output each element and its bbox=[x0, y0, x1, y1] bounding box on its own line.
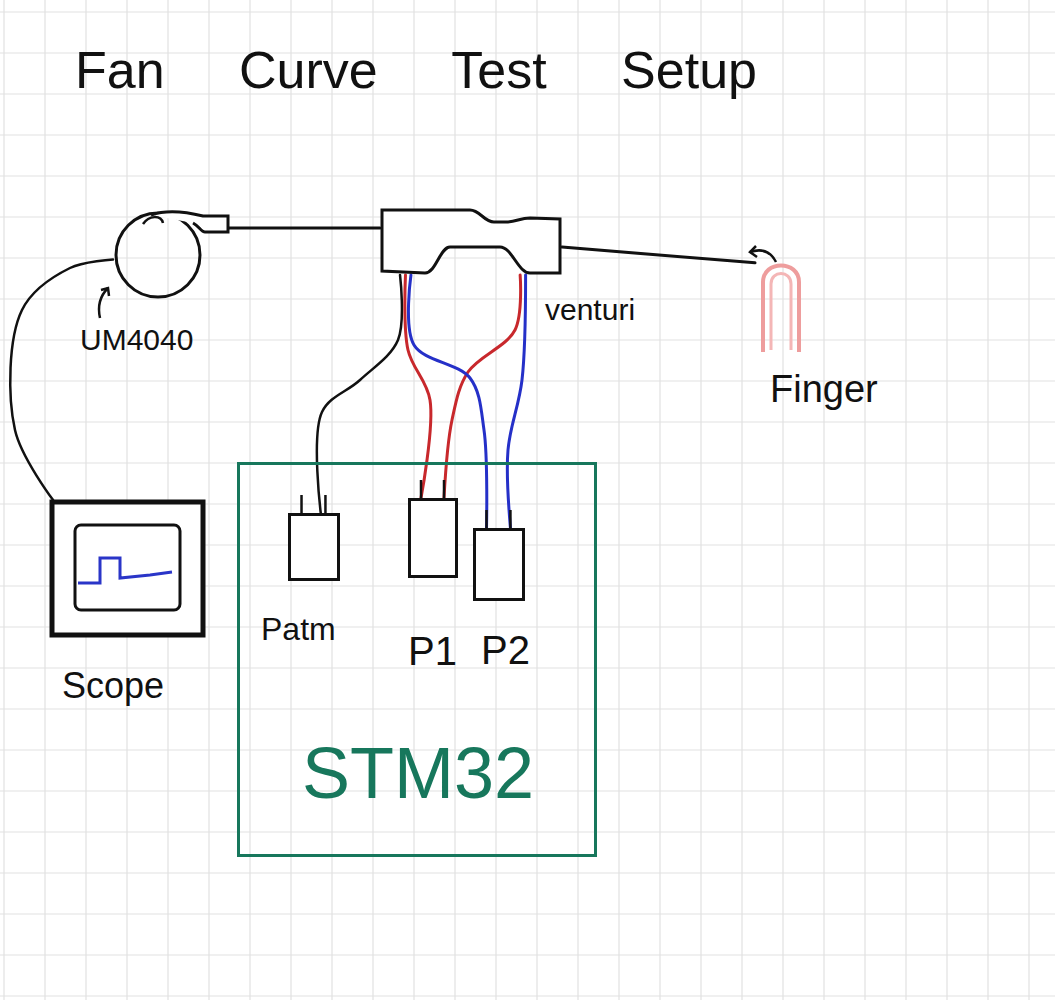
grid-line bbox=[495, 0, 496, 1000]
blower-housing bbox=[116, 213, 200, 297]
grid-line bbox=[0, 872, 1055, 873]
grid-line bbox=[0, 11, 1055, 12]
node-label: Finger bbox=[770, 370, 878, 408]
pressure-sensor: P2 bbox=[473, 528, 525, 601]
pressure-sensor: P1 bbox=[408, 498, 458, 578]
grid-line bbox=[0, 175, 1055, 176]
sensor-body bbox=[410, 500, 457, 577]
grid-line bbox=[0, 380, 1055, 381]
sensor-pin bbox=[443, 480, 446, 498]
grid-line bbox=[577, 0, 578, 1000]
sensor-body bbox=[290, 515, 339, 580]
grid-line bbox=[0, 831, 1055, 832]
node-label: P2 bbox=[481, 630, 530, 670]
grid-line bbox=[249, 0, 250, 1000]
grid-line bbox=[44, 0, 45, 1000]
grid-line bbox=[331, 0, 332, 1000]
connector-tube bbox=[408, 275, 486, 528]
grid-line bbox=[864, 0, 865, 1000]
mcu-board: STM32PatmP1P2 bbox=[237, 462, 597, 857]
leader-arrow-head bbox=[750, 246, 757, 257]
blower-node: UM4040 bbox=[113, 210, 203, 300]
grid-line bbox=[0, 954, 1055, 955]
grid-line bbox=[0, 913, 1055, 914]
scope-screen bbox=[75, 525, 180, 610]
venturi-tube: venturi bbox=[380, 207, 562, 275]
title-block: Fan Curve Test Setup bbox=[75, 44, 757, 96]
grid-line bbox=[659, 0, 660, 1000]
scope-box: Scope bbox=[50, 500, 205, 637]
scope-waveform bbox=[78, 558, 172, 583]
grid-line bbox=[823, 0, 824, 1000]
grid-line bbox=[987, 0, 988, 1000]
grid-line bbox=[618, 0, 619, 1000]
grid-line bbox=[782, 0, 783, 1000]
node-label: UM4040 bbox=[80, 325, 193, 355]
sensor-outline bbox=[473, 528, 525, 601]
grid-line bbox=[536, 0, 537, 1000]
sensor-pin bbox=[300, 495, 303, 513]
connector-tube bbox=[203, 227, 380, 230]
grid-line bbox=[208, 0, 209, 1000]
sensor-pin bbox=[509, 510, 512, 528]
grid-line bbox=[1028, 0, 1029, 1000]
grid-line bbox=[946, 0, 947, 1000]
grid-line bbox=[700, 0, 701, 1000]
leader-arrow-head bbox=[101, 288, 109, 296]
blower-swirl bbox=[143, 217, 163, 224]
blower-outline bbox=[113, 210, 203, 300]
grid-line bbox=[905, 0, 906, 1000]
grid-line bbox=[0, 708, 1055, 709]
node-label: venturi bbox=[545, 295, 635, 325]
connector-tube bbox=[507, 275, 525, 528]
grid-line bbox=[372, 0, 373, 1000]
scope-case bbox=[52, 502, 203, 635]
sensor-body bbox=[475, 530, 524, 600]
grid-line bbox=[290, 0, 291, 1000]
connector-tube bbox=[10, 260, 113, 501]
sensor-outline bbox=[408, 498, 458, 578]
node-label: P1 bbox=[408, 631, 457, 671]
grid-line bbox=[741, 0, 742, 1000]
node-label: STM32 bbox=[302, 737, 534, 809]
scope-outline bbox=[50, 500, 205, 637]
finger-outline bbox=[763, 266, 799, 353]
pressure-sensor: Patm bbox=[288, 513, 340, 581]
diagram-title: Fan Curve Test Setup bbox=[75, 44, 757, 96]
connector-tube bbox=[562, 247, 755, 263]
finger-outline bbox=[771, 274, 791, 351]
grid-line bbox=[3, 0, 4, 1000]
node-label: Scope bbox=[62, 668, 164, 704]
sensor-pin bbox=[485, 510, 488, 528]
node-label: Patm bbox=[261, 613, 336, 645]
grid-line bbox=[0, 995, 1055, 996]
finger-outline bbox=[755, 260, 810, 355]
venturi-outline bbox=[380, 207, 562, 275]
grid-line bbox=[0, 298, 1055, 299]
sensor-outline bbox=[288, 513, 340, 581]
venturi-outline bbox=[382, 210, 560, 273]
leader-arrow bbox=[99, 288, 108, 318]
connector-tube bbox=[317, 275, 402, 513]
sensor-pin bbox=[420, 480, 423, 498]
finger-node: Finger bbox=[755, 260, 810, 355]
grid-line bbox=[0, 134, 1055, 135]
grid-line bbox=[0, 421, 1055, 422]
sensor-pin bbox=[324, 495, 327, 513]
